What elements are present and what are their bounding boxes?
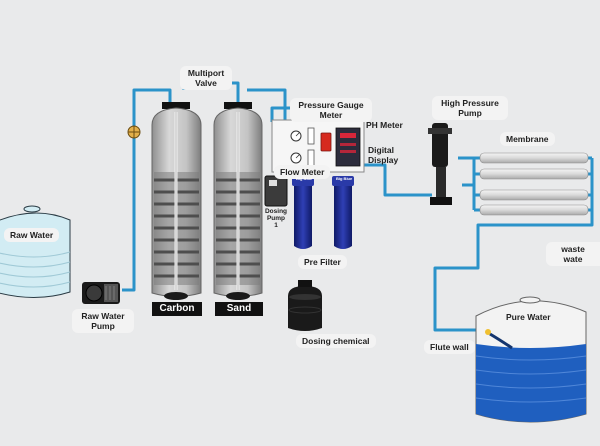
raw-water-tank xyxy=(0,205,71,298)
dosing-chemical-tank xyxy=(288,280,322,331)
flow-meter-icon xyxy=(307,149,315,167)
high-pressure-pump-label: High Pressure Pump xyxy=(432,96,508,120)
pure-water-tank xyxy=(475,296,587,423)
flute-wall-label: Flute wall xyxy=(424,340,475,354)
raw-water-pump-label-line2: Pump xyxy=(91,321,115,331)
flow-meter-label: Flow Meter xyxy=(274,165,331,179)
control-panel xyxy=(271,119,365,173)
dosing-chemical-label: Dosing chemical xyxy=(296,334,376,348)
pressure-gauge-label-line2: Meter xyxy=(319,110,343,120)
multiport-valve-label-line1: Multiport xyxy=(187,68,225,78)
inline-valve-icon xyxy=(127,125,141,139)
waste-water-label: waste wate xyxy=(546,242,600,266)
dosing-pump xyxy=(264,175,288,207)
dosing-pump-label-line3: 1 xyxy=(274,222,278,229)
pressure-gauge-label-line1: Pressure Gauge xyxy=(298,100,364,110)
high-pressure-pump-label-line2: Pump xyxy=(458,108,482,118)
pure-water-label: Pure Water xyxy=(500,310,557,324)
sand-label: Sand xyxy=(215,302,263,316)
raw-water-label: Raw Water xyxy=(4,228,60,242)
multiport-valve-label-line2: Valve xyxy=(195,78,217,88)
digital-display-label-line2: Display xyxy=(368,155,399,165)
membrane-vessels xyxy=(479,152,589,216)
pre-filter-label: Pre Filter xyxy=(298,255,347,269)
flow-meter-icon xyxy=(307,127,315,145)
pressure-gauge-meter-label: Pressure Gauge Meter xyxy=(290,98,372,122)
dosing-pump-label-line1: Dosing xyxy=(264,208,288,215)
dosing-pump-label: Dosing Pump 1 xyxy=(263,208,289,229)
ph-meter-label: PH Meter xyxy=(366,120,403,130)
carbon-label: Carbon xyxy=(152,302,202,316)
multiport-valve-label: Multiport Valve xyxy=(180,66,232,90)
raw-water-pump xyxy=(82,282,120,304)
digital-display-label: Digital Display xyxy=(368,145,398,165)
high-pressure-pump-label-line1: High Pressure xyxy=(441,98,499,108)
digital-display-label-line1: Digital xyxy=(368,145,394,155)
ph-meter-icon xyxy=(320,132,332,152)
filter-brand-label-left: Big Blue xyxy=(296,176,313,181)
sand-vessel xyxy=(213,102,263,300)
pre-filter-housings xyxy=(292,176,354,249)
filter-brand-label-right: Big Blue xyxy=(336,176,353,181)
raw-water-pump-label-line1: Raw Water xyxy=(81,311,125,321)
high-pressure-pump xyxy=(428,123,452,205)
dosing-pump-label-line2: Pump xyxy=(266,215,286,222)
raw-water-pump-label: Raw Water Pump xyxy=(72,309,134,333)
membrane-label: Membrane xyxy=(500,132,555,146)
carbon-vessel xyxy=(151,102,202,300)
